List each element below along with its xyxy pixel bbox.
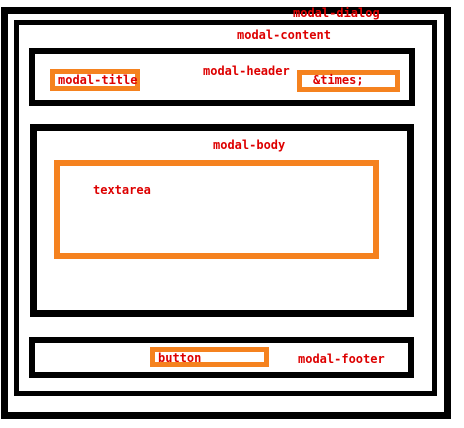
modal-header-label: modal-header bbox=[203, 64, 290, 78]
modal-title-label: modal-title bbox=[58, 73, 138, 87]
textarea-label: textarea bbox=[93, 183, 151, 197]
modal-dialog-frame bbox=[1, 7, 451, 419]
modal-title-box bbox=[50, 69, 140, 91]
modal-footer-frame bbox=[29, 337, 414, 378]
footer-button-label: button bbox=[158, 351, 202, 365]
modal-footer-label: modal-footer bbox=[298, 352, 385, 366]
modal-dialog-label: modal-dialog bbox=[293, 6, 380, 20]
modal-content-frame bbox=[14, 20, 437, 396]
close-button-box[interactable] bbox=[297, 70, 400, 92]
close-icon: &times; bbox=[313, 73, 364, 87]
modal-body-frame bbox=[30, 124, 414, 317]
footer-button-box[interactable] bbox=[150, 347, 269, 367]
modal-body-label: modal-body bbox=[213, 138, 286, 152]
modal-content-label: modal-content bbox=[237, 28, 331, 42]
textarea-box[interactable] bbox=[54, 160, 379, 259]
modal-header-frame bbox=[29, 48, 415, 106]
